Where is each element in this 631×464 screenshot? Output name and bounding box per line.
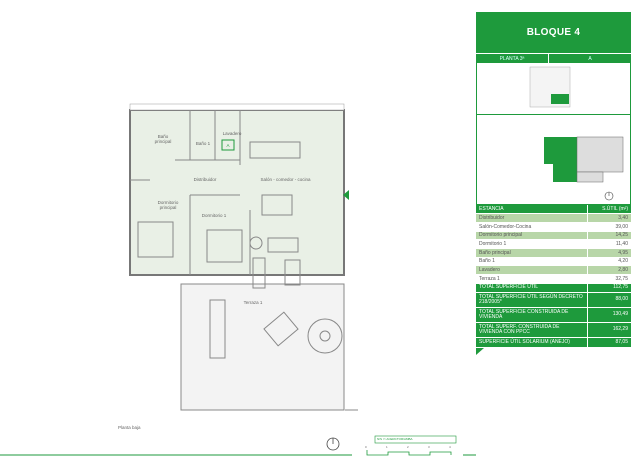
room-area: 39,00 [586,222,631,232]
total-label: TOTAL SUPERFICIE CONSTRUIDA DE VIVIENDA [476,307,587,324]
room-label: Baño principal [154,134,172,144]
room-name: Terraza 1 [476,274,587,284]
room-area: 4,20 [586,257,631,267]
total-label: TOTAL SUPERFICIE ÚTIL [476,283,587,294]
room-area: 3,40 [586,213,631,223]
total-label: TOTAL SUPERFICIE ÚTIL SEGÚN DECRETO 218/… [476,292,587,309]
header-cell: ESTANCIA [476,205,587,215]
room-label: Lavadero [222,131,242,136]
total-value: 88,00 [586,292,631,309]
table-tail-icon [476,347,484,355]
room-label: Terraza 1 [243,300,263,305]
scale-tick: 2 [407,445,409,449]
scale-bar [366,450,452,456]
legend-box [374,435,457,444]
key-plan-building [476,63,631,115]
total-label: TOTAL SUPERF. CONSTRUIDA DE VIVIENDA CON… [476,322,587,339]
room-label: Salón - comedor - cocina [260,177,311,182]
unit-marker: A [226,143,230,148]
total-value: 130,49 [586,307,631,324]
block-title: BLOQUE 4 [476,12,631,53]
room-area: 4,95 [586,248,631,258]
total-value: 87,05 [586,337,631,348]
scale-tick: 4 [449,445,451,449]
room-area: 2,80 [586,265,631,275]
header-cell: S.ÚTIL (m²) [586,205,631,215]
room-name: Baño principal [476,248,587,258]
floor-unit-row: PLANTA 3ª A [476,53,631,63]
entrance-triangle-icon [343,190,349,200]
room-name: Distribuidor [476,213,587,223]
room-name: Salón-Comedor-Cocina [476,222,587,232]
total-value: 112,75 [586,283,631,294]
legend-text: N/S ▭ ACERCTOR/AMBA [377,437,413,441]
total-value: 162,29 [586,322,631,339]
terrace-area [180,283,345,411]
scale-tick: 3 [428,445,430,449]
room-area: 14,25 [586,231,631,241]
room-label: Distribuidor [193,177,217,182]
floor-plan [0,103,476,456]
unit-label: A [588,55,592,62]
interior-floor [129,109,345,276]
room-name: Lavadero [476,265,587,275]
room-name: Dormitorio 1 [476,239,587,249]
key-plan-floor [476,115,631,205]
room-label: Baño 1 [195,141,211,146]
room-label: Dormitorio 1 [201,213,227,218]
total-row: TOTAL SUPERFICIE ÚTIL SEGÚN DECRETO 218/… [476,292,631,309]
north-arrow-icon [326,437,340,451]
total-row: TOTAL SUPERF. CONSTRUIDA DE VIVIENDA CON… [476,322,631,339]
room-name: Dormitorio principal [476,231,587,241]
scale-tick: 1 [386,445,388,449]
total-label: SUPERFICIE ÚTIL SOLARIUM (ANEJO) [476,337,587,348]
room-area: 32,75 [586,274,631,284]
north-arrow-icon [604,191,614,201]
room-area: 11,40 [586,239,631,249]
scale-tick: 0 [365,445,367,449]
total-row: SUPERFICIE ÚTIL SOLARIUM (ANEJO)87,05 [476,337,631,348]
room-label: Dormitorio principal [157,200,179,210]
room-name: Baño 1 [476,257,587,267]
floor-label: Planta baja [118,425,141,430]
floor-label: PLANTA 3ª [476,54,549,63]
